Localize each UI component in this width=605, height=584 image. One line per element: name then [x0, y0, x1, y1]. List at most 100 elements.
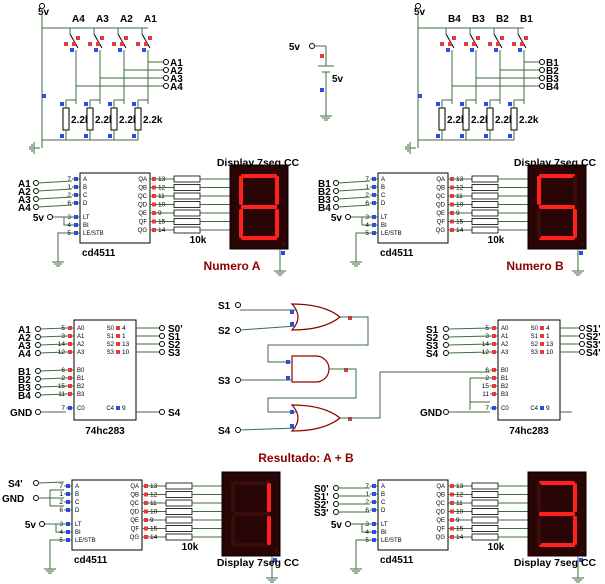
pin-name: S0	[531, 326, 539, 332]
pin-name: QG	[436, 228, 446, 234]
pin-marker	[520, 42, 524, 46]
pin-number: 15	[482, 383, 490, 390]
bus-label: B3	[546, 74, 559, 85]
pin-marker	[450, 185, 454, 190]
input-wire	[39, 385, 67, 388]
vcc-label: 5v	[414, 7, 426, 18]
pin-name: QB	[138, 186, 147, 192]
input-label: A2	[18, 187, 31, 198]
pin-name: D	[381, 508, 386, 514]
pin-marker	[540, 342, 544, 346]
terminal	[163, 59, 169, 65]
resistor	[173, 209, 201, 217]
pin-name: A0	[501, 326, 509, 332]
segment-f	[537, 483, 541, 512]
pin-marker	[492, 384, 496, 388]
input-label: A1	[18, 179, 31, 190]
terminal	[33, 204, 39, 210]
pin-number: 13	[546, 341, 554, 348]
pin-marker	[372, 500, 376, 504]
terminal	[235, 302, 241, 308]
pin-number: 6	[59, 507, 63, 514]
pin-name: A3	[77, 350, 85, 356]
pin-marker	[74, 231, 78, 235]
terminal	[163, 75, 169, 81]
pin-name: QG	[130, 535, 140, 541]
resistor	[471, 175, 499, 183]
pin-name: QC	[436, 501, 446, 507]
pin-name: BI	[381, 530, 387, 536]
terminal	[33, 188, 39, 194]
pin-name: BI	[83, 223, 89, 229]
pin-marker	[540, 334, 544, 338]
gnd-label: GND	[420, 408, 442, 419]
pin-number: 1	[67, 184, 71, 191]
pin-marker	[448, 42, 452, 46]
output-label: S4	[168, 408, 181, 419]
pin-marker	[372, 201, 376, 205]
input-wire	[37, 481, 65, 484]
pin-marker	[492, 392, 496, 396]
pin-marker	[88, 42, 92, 46]
terminal	[35, 350, 41, 356]
vcc-label: 5v	[38, 7, 50, 18]
gnd-label: GND	[10, 408, 32, 419]
pin-name: A3	[501, 350, 509, 356]
input-label: S0'	[314, 484, 329, 495]
pin-name: LT	[75, 522, 82, 528]
input-label: S3	[426, 341, 439, 352]
terminal	[33, 480, 39, 486]
pin-marker	[64, 42, 68, 46]
segment-g	[241, 205, 277, 209]
pin-marker	[450, 501, 454, 505]
pin-marker	[524, 36, 528, 40]
segment-d	[539, 543, 575, 547]
pin-marker	[42, 94, 46, 98]
pin-marker	[144, 526, 148, 531]
pin-marker	[108, 102, 112, 106]
pin-name: B1	[77, 376, 85, 382]
resistor-value: 2.2k	[519, 115, 539, 126]
resistor	[471, 516, 499, 524]
pin-marker	[450, 484, 454, 488]
gnd-label: GND	[2, 494, 24, 505]
pin-marker	[152, 228, 156, 232]
gate-wire	[340, 371, 490, 419]
pin-name: LE/STB	[381, 538, 402, 544]
pin-number: 10	[456, 509, 464, 516]
pin-name: LT	[381, 522, 388, 528]
pin-number: 9	[122, 405, 126, 412]
chip-name: cd4511	[380, 555, 414, 566]
pin-marker	[540, 406, 544, 410]
pin-marker	[436, 102, 440, 106]
pin-marker	[68, 342, 72, 346]
vcc-wire	[55, 523, 64, 533]
pin-marker	[452, 36, 456, 40]
resistor-value: 10k	[182, 542, 199, 553]
segment-g	[539, 512, 575, 516]
input-wire	[39, 393, 67, 396]
output-label: S1'	[586, 324, 601, 335]
pin-name: C0	[501, 406, 509, 412]
pin-name: S2	[107, 342, 115, 348]
pin-name: B0	[77, 368, 85, 374]
input-wire	[447, 351, 491, 354]
pin-marker	[152, 177, 156, 181]
pin-number: 11	[456, 193, 463, 200]
pin-marker	[66, 538, 70, 542]
terminal	[333, 196, 339, 202]
decimal-point	[274, 549, 278, 553]
pin-marker	[142, 48, 146, 52]
pin-marker	[372, 530, 376, 534]
pin-marker	[124, 36, 128, 40]
pin-name: A	[83, 177, 87, 183]
input-label: B2	[18, 375, 31, 386]
terminal	[33, 196, 39, 202]
74hc283-chip	[497, 319, 561, 421]
switch-blade	[445, 33, 455, 49]
resistor	[471, 533, 499, 541]
pin-marker	[436, 134, 440, 138]
pin-name: S3	[107, 350, 115, 356]
pin-name: QD	[436, 510, 446, 516]
